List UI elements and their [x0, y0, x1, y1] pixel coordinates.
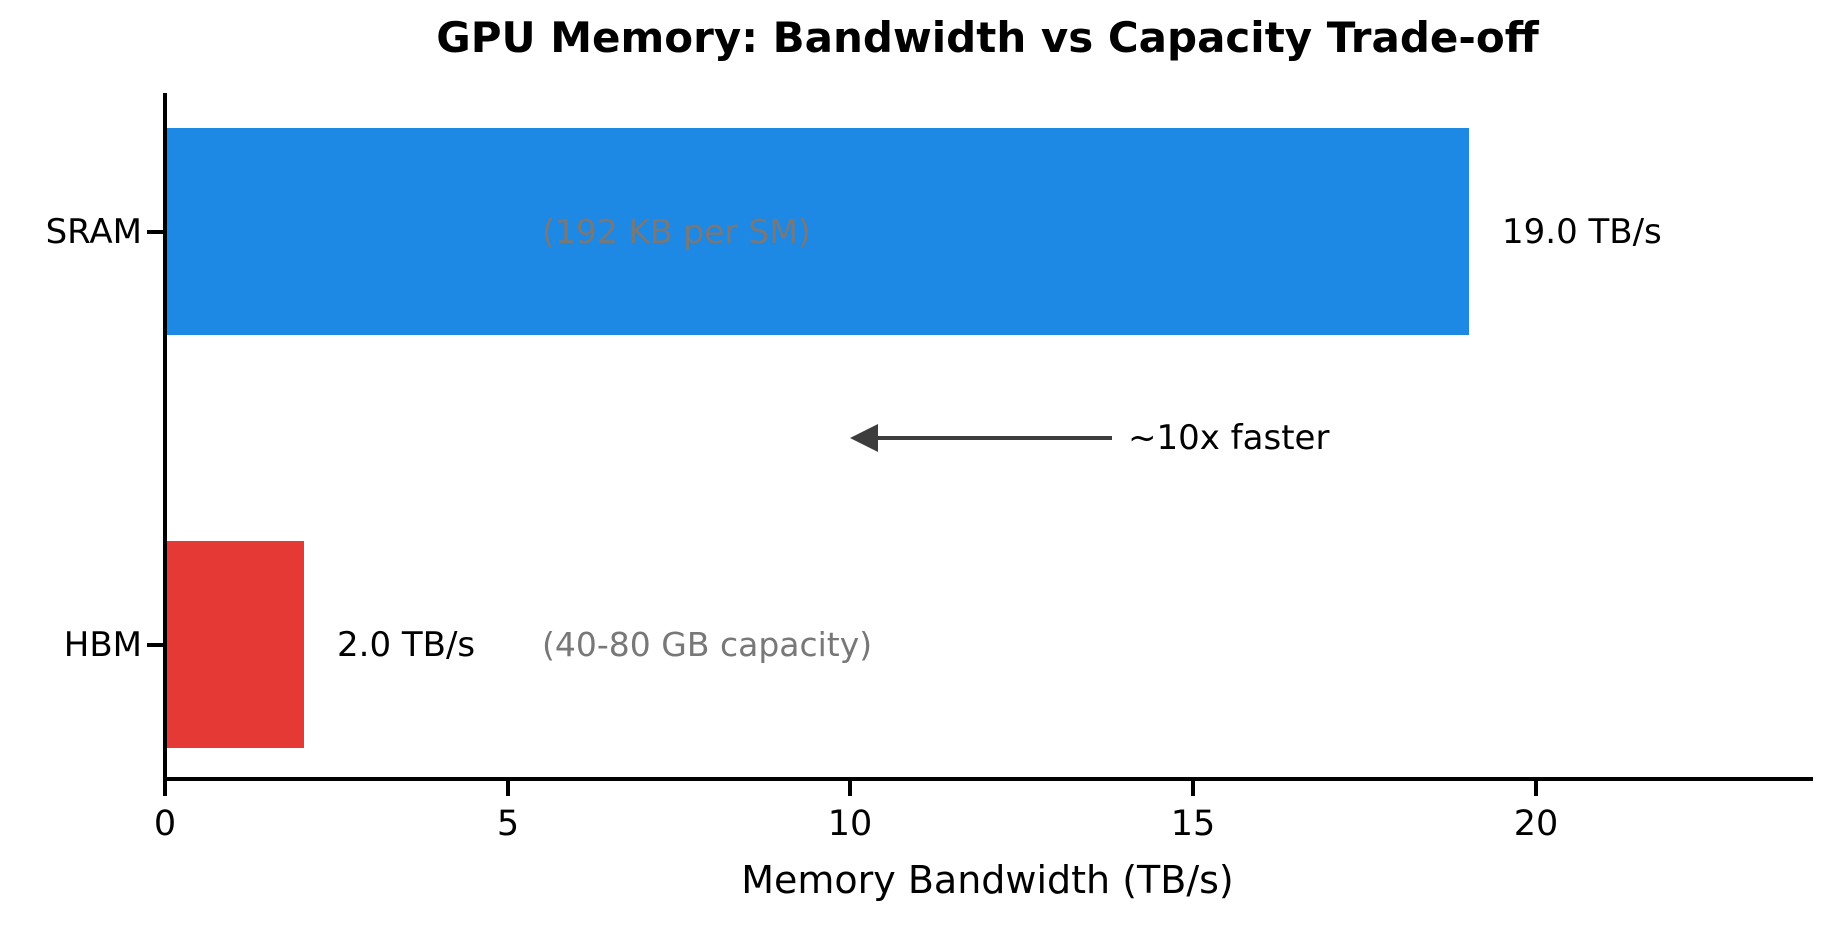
x-tick-label-15: 15: [1170, 804, 1216, 844]
x-tick-mark-5: [506, 781, 510, 796]
chart-title: GPU Memory: Bandwidth vs Capacity Trade-…: [436, 13, 1539, 62]
y-axis-label-sram: SRAM: [45, 212, 142, 252]
y-tick-sram: [147, 230, 165, 234]
x-tick-label-10: 10: [827, 804, 873, 844]
y-axis-spine: [163, 93, 167, 783]
x-axis-line: [163, 777, 1813, 781]
x-tick-mark-15: [1191, 781, 1195, 796]
x-tick-mark-20: [1534, 781, 1538, 796]
x-tick-label-0: 0: [153, 804, 177, 844]
capacity-note-hbm: (40-80 GB capacity): [542, 625, 873, 664]
capacity-note-sram: (192 KB per SM): [542, 212, 811, 251]
x-tick-label-5: 5: [496, 804, 520, 844]
value-label-hbm: 2.0 TB/s: [337, 625, 476, 665]
bar-sram: [167, 128, 1469, 335]
bar-hbm: [167, 541, 304, 748]
x-tick-label-20: 20: [1513, 804, 1559, 844]
annotation-arrow-head-icon: [850, 424, 878, 452]
annotation-arrow-line: [876, 436, 1112, 440]
y-tick-hbm: [147, 643, 165, 647]
x-tick-mark-10: [848, 781, 852, 796]
y-axis-label-hbm: HBM: [63, 625, 142, 665]
x-axis-title: Memory Bandwidth (TB/s): [741, 858, 1234, 902]
x-tick-mark-0: [163, 781, 167, 796]
annotation-text: ~10x faster: [1128, 418, 1330, 458]
value-label-sram: 19.0 TB/s: [1502, 212, 1662, 252]
